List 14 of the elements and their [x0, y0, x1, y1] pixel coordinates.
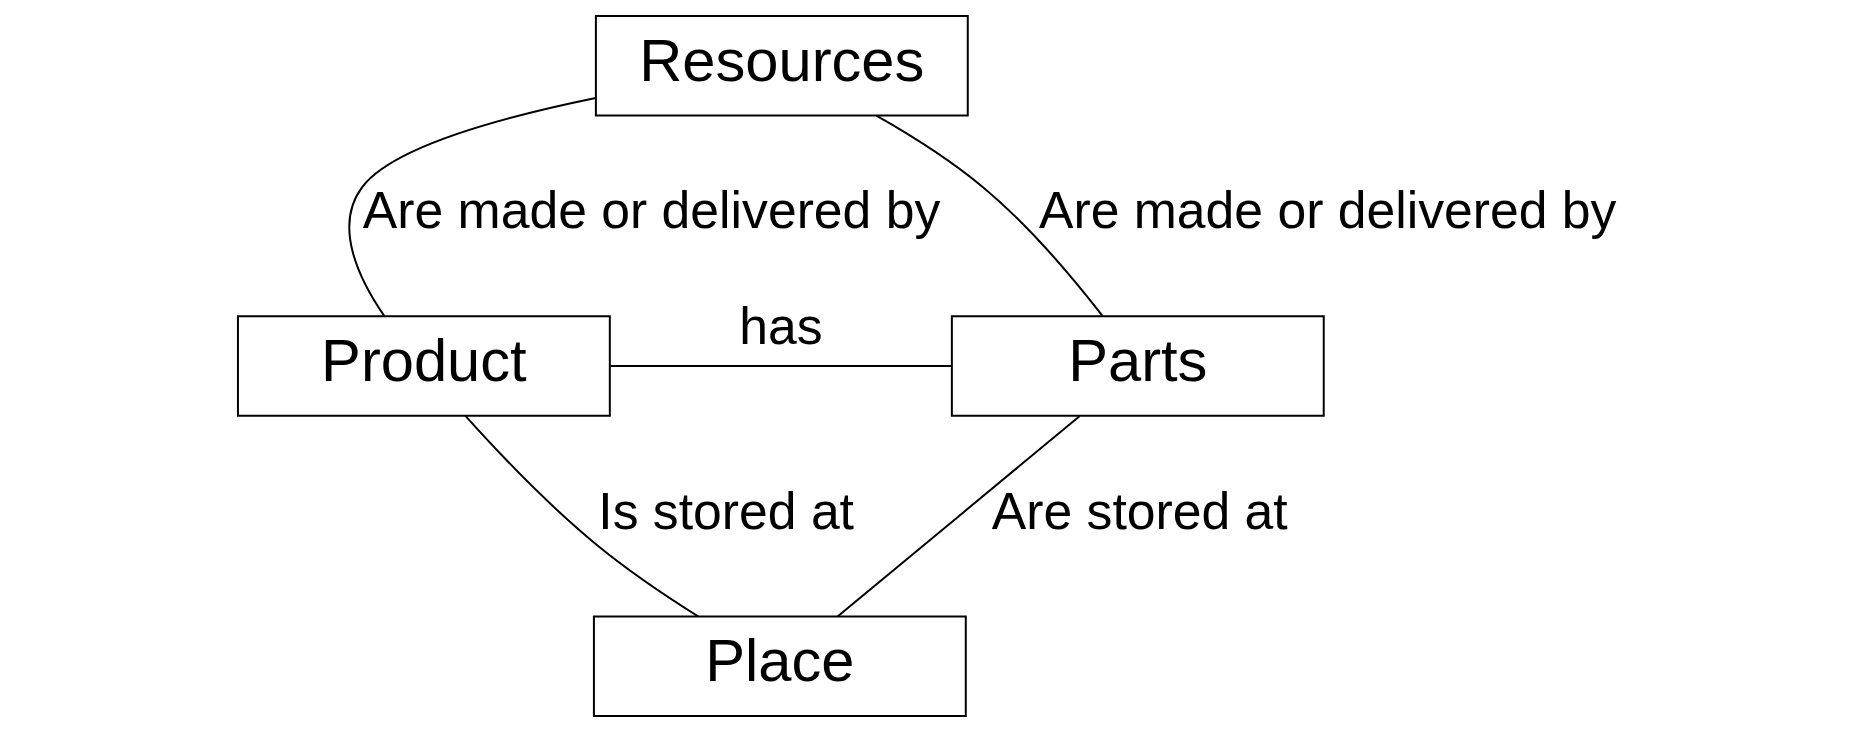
edge-label: Are stored at	[991, 481, 1288, 540]
node-box: Resources	[594, 15, 969, 117]
edge-label: has	[738, 296, 823, 355]
node-box: Parts	[950, 315, 1325, 417]
edge-label: Are made or delivered by	[362, 181, 940, 240]
node-box: Product	[236, 315, 611, 417]
edge-label: Is stored at	[597, 481, 854, 540]
connector	[836, 415, 1080, 618]
connector	[463, 414, 699, 618]
node-box: Place	[592, 615, 967, 717]
connector	[347, 97, 597, 317]
edge-label: Are made or delivered by	[1038, 181, 1616, 240]
connector	[609, 365, 953, 367]
connector	[874, 114, 1103, 317]
